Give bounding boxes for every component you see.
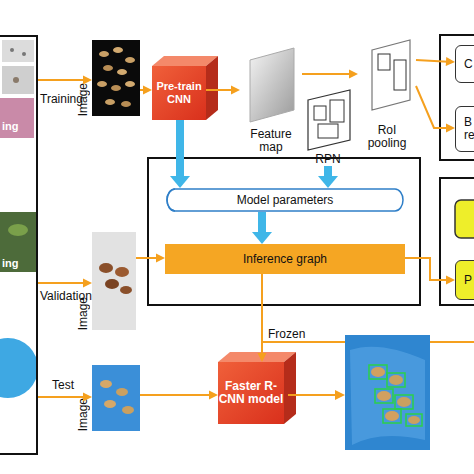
arrow-head	[83, 393, 92, 402]
flow-arrow	[38, 393, 92, 402]
result-box: B re	[455, 106, 474, 152]
flow-arrow	[206, 86, 240, 95]
connector-line	[258, 212, 266, 234]
arrow-head	[209, 391, 218, 400]
training-image	[92, 40, 140, 116]
connector-line	[416, 60, 448, 62]
flow-arrow	[140, 391, 218, 400]
parameter-arrow	[252, 212, 272, 244]
output-frame	[440, 35, 474, 160]
roi-sheet	[372, 40, 410, 110]
output-frame	[440, 178, 474, 305]
flow-arrow	[140, 86, 152, 95]
feature-map: Feature map	[240, 48, 302, 154]
connector-line	[38, 396, 85, 398]
image-node: Image	[92, 365, 140, 431]
connector-line	[38, 282, 85, 284]
arrow-head	[252, 232, 272, 244]
edge-label: Frozen	[268, 327, 305, 341]
node-text: ing	[2, 120, 19, 133]
parameter-arrow	[170, 120, 190, 188]
validation-image	[92, 232, 136, 330]
connector-line	[136, 257, 158, 259]
input-panel: ing ing	[0, 35, 38, 455]
node-text: Pre-train CNN	[152, 80, 206, 106]
flow-arrow	[136, 254, 165, 263]
flow-arrow	[416, 86, 455, 133]
flow-arrow	[302, 70, 358, 79]
node-text: Image	[77, 398, 90, 431]
parameter-arrow	[318, 166, 338, 188]
result-box	[455, 200, 474, 238]
arrow-head	[318, 176, 338, 188]
flow-arrow	[258, 274, 267, 362]
flow-arrow	[416, 57, 455, 66]
node-text: C	[464, 58, 473, 71]
connector-line	[206, 89, 233, 91]
flow-arrow	[38, 279, 92, 288]
feature-map-sheet	[250, 48, 294, 122]
connector-line	[38, 79, 85, 81]
arrow-head	[349, 70, 358, 79]
connector-line	[261, 274, 263, 355]
node-text: Faster R-CNN model	[218, 380, 284, 406]
node-text: P	[464, 274, 472, 287]
rpn-node: RPN	[303, 92, 353, 166]
edge-label: Training	[40, 92, 83, 106]
node-text: B re	[464, 116, 474, 142]
node-text: RoI pooling	[358, 124, 416, 150]
result-box: C	[455, 45, 474, 83]
process-bar: Inference graph	[165, 244, 405, 274]
model-block: Faster R-CNN model	[218, 362, 284, 424]
image-node: Image	[92, 40, 140, 116]
edge-label: Validation	[40, 289, 92, 303]
arrow-head	[83, 279, 92, 288]
connector-line	[176, 120, 184, 178]
result-box: P	[455, 260, 474, 300]
flow-arrow	[405, 258, 455, 285]
connector-line	[416, 86, 448, 128]
arrow-head	[258, 353, 267, 362]
node-text: Model parameters	[237, 194, 334, 207]
cnn-cube	[152, 56, 218, 120]
edge-label: Test	[52, 378, 74, 392]
node-text: Inference graph	[243, 253, 327, 266]
arrow-head	[143, 86, 152, 95]
connector-line	[405, 258, 448, 280]
rpn-sheet	[308, 90, 350, 150]
connector-line	[140, 394, 211, 396]
node-text: RPN	[315, 153, 340, 166]
thumbnails	[0, 40, 38, 398]
arrow-head	[335, 390, 345, 400]
node-text: ing	[2, 257, 19, 270]
model-cube	[218, 352, 296, 424]
arrow-head	[446, 124, 455, 133]
parameter-store: Model parameters	[165, 188, 405, 212]
arrow-head	[446, 276, 455, 285]
flow-arrow	[38, 76, 92, 85]
test-image	[92, 365, 140, 431]
detection-image	[345, 335, 430, 450]
image-node: Image	[92, 232, 136, 330]
arrow-head	[156, 254, 165, 263]
cnn-block: Pre-train CNN	[152, 66, 206, 120]
node-text: Feature map	[240, 128, 302, 154]
flow-line	[288, 394, 336, 396]
arrow-head	[83, 76, 92, 85]
arrow-head	[446, 57, 455, 66]
connector-line	[302, 73, 351, 75]
roi-pooling: RoI pooling	[358, 38, 416, 150]
arrow-head	[231, 86, 240, 95]
arrow-head	[170, 176, 190, 188]
group-frame	[148, 158, 420, 305]
